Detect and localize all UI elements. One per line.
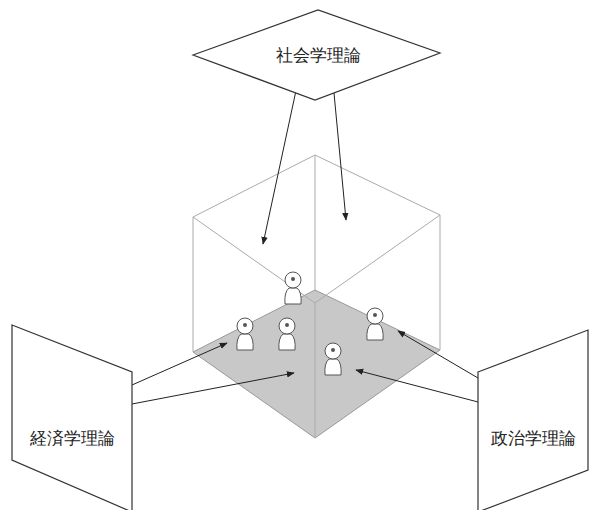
theory-label: 社会学理論	[276, 45, 361, 65]
shape-outline	[478, 330, 588, 510]
cube-floor	[193, 290, 440, 438]
theory-panel: 経済学理論	[12, 325, 134, 510]
shape-outline	[193, 10, 440, 100]
shape-outline	[12, 325, 134, 510]
influence-arrows	[132, 72, 478, 404]
theory-label: 経済学理論	[30, 428, 115, 448]
theory-panel: 政治学理論	[476, 328, 590, 510]
shape-outline	[476, 328, 590, 510]
shape-outline	[12, 325, 132, 510]
person-figures	[237, 272, 383, 375]
cube-frame	[193, 155, 440, 438]
theory-label: 政治学理論	[491, 428, 576, 448]
theory-diamond: 社会学理論	[193, 10, 443, 102]
